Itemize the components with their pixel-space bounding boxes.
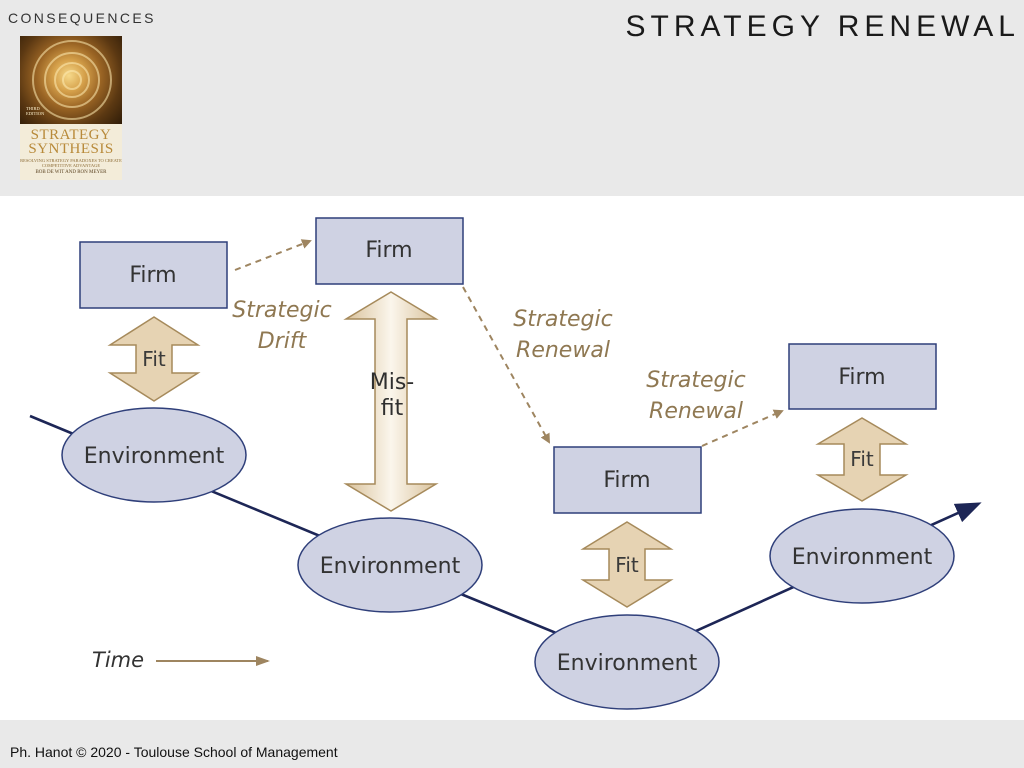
environment-ellipse: Environment <box>61 407 247 503</box>
strategic-drift-label: Strategic Drift <box>232 298 331 354</box>
fit-arrow: Fit <box>107 316 201 402</box>
svg-text:Renewal: Renewal <box>649 399 743 424</box>
firm-trajectory-arrows <box>234 239 784 447</box>
environment-label: Environment <box>557 651 698 676</box>
misfit-label-line1: Mis- <box>370 370 415 395</box>
svg-text:Drift: Drift <box>258 329 308 354</box>
section-label: CONSEQUENCES <box>8 10 156 26</box>
svg-text:Renewal: Renewal <box>516 338 610 363</box>
environment-label: Environment <box>320 554 461 579</box>
time-label: Time <box>92 648 144 672</box>
svg-text:Strategic: Strategic <box>513 307 612 332</box>
firm-box: Firm <box>79 241 228 309</box>
environment-ellipse: Environment <box>769 508 955 604</box>
environment-ellipse: Environment <box>297 517 483 613</box>
firm-box: Firm <box>315 217 464 285</box>
misfit-label-line2: fit <box>381 396 404 421</box>
firm-box: Firm <box>553 446 702 514</box>
firm-label: Firm <box>365 238 412 263</box>
fit-label: Fit <box>850 447 874 471</box>
fit-label: Fit <box>142 347 166 371</box>
book-title: STRATEGY SYNTHESIS <box>28 127 114 157</box>
firm-label: Firm <box>603 468 650 493</box>
fit-label: Fit <box>615 553 639 577</box>
header: CONSEQUENCES STRATEGY RENEWAL THIRD EDIT… <box>0 0 1024 196</box>
firm-label: Firm <box>838 365 885 390</box>
environment-ellipse: Environment <box>534 614 720 710</box>
strategic-renewal-label: Strategic Renewal <box>513 307 612 363</box>
book-authors: BOB DE WIT AND RON MEYER <box>35 170 107 175</box>
footer-credit: Ph. Hanot © 2020 - Toulouse School of Ma… <box>10 744 338 760</box>
slide-title: STRATEGY RENEWAL <box>625 10 1020 43</box>
svg-text:Strategic: Strategic <box>646 368 745 393</box>
firm-box: Firm <box>788 343 937 410</box>
misfit-arrow: Mis- fit <box>343 291 439 512</box>
environment-label: Environment <box>792 545 933 570</box>
environment-label: Environment <box>84 444 225 469</box>
footer: Ph. Hanot © 2020 - Toulouse School of Ma… <box>0 720 1024 768</box>
book-cover: THIRD EDITION STRATEGY SYNTHESIS RESOLVI… <box>20 36 122 180</box>
fit-arrow: Fit <box>815 417 909 502</box>
strategy-renewal-diagram: Fit Mis- fit Fit Fit Firm Firm Firm Firm… <box>29 217 982 710</box>
spiral-staircase-image: THIRD EDITION <box>20 36 122 124</box>
strategic-renewal-label: Strategic Renewal <box>646 368 745 424</box>
book-subtitle: RESOLVING STRATEGY PARADOXES TO CREATE C… <box>20 158 122 168</box>
firm-label: Firm <box>129 263 176 288</box>
book-edition: THIRD EDITION <box>26 106 45 116</box>
svg-text:Strategic: Strategic <box>232 298 331 323</box>
fit-arrow: Fit <box>580 521 674 608</box>
time-legend: Time <box>92 648 270 672</box>
